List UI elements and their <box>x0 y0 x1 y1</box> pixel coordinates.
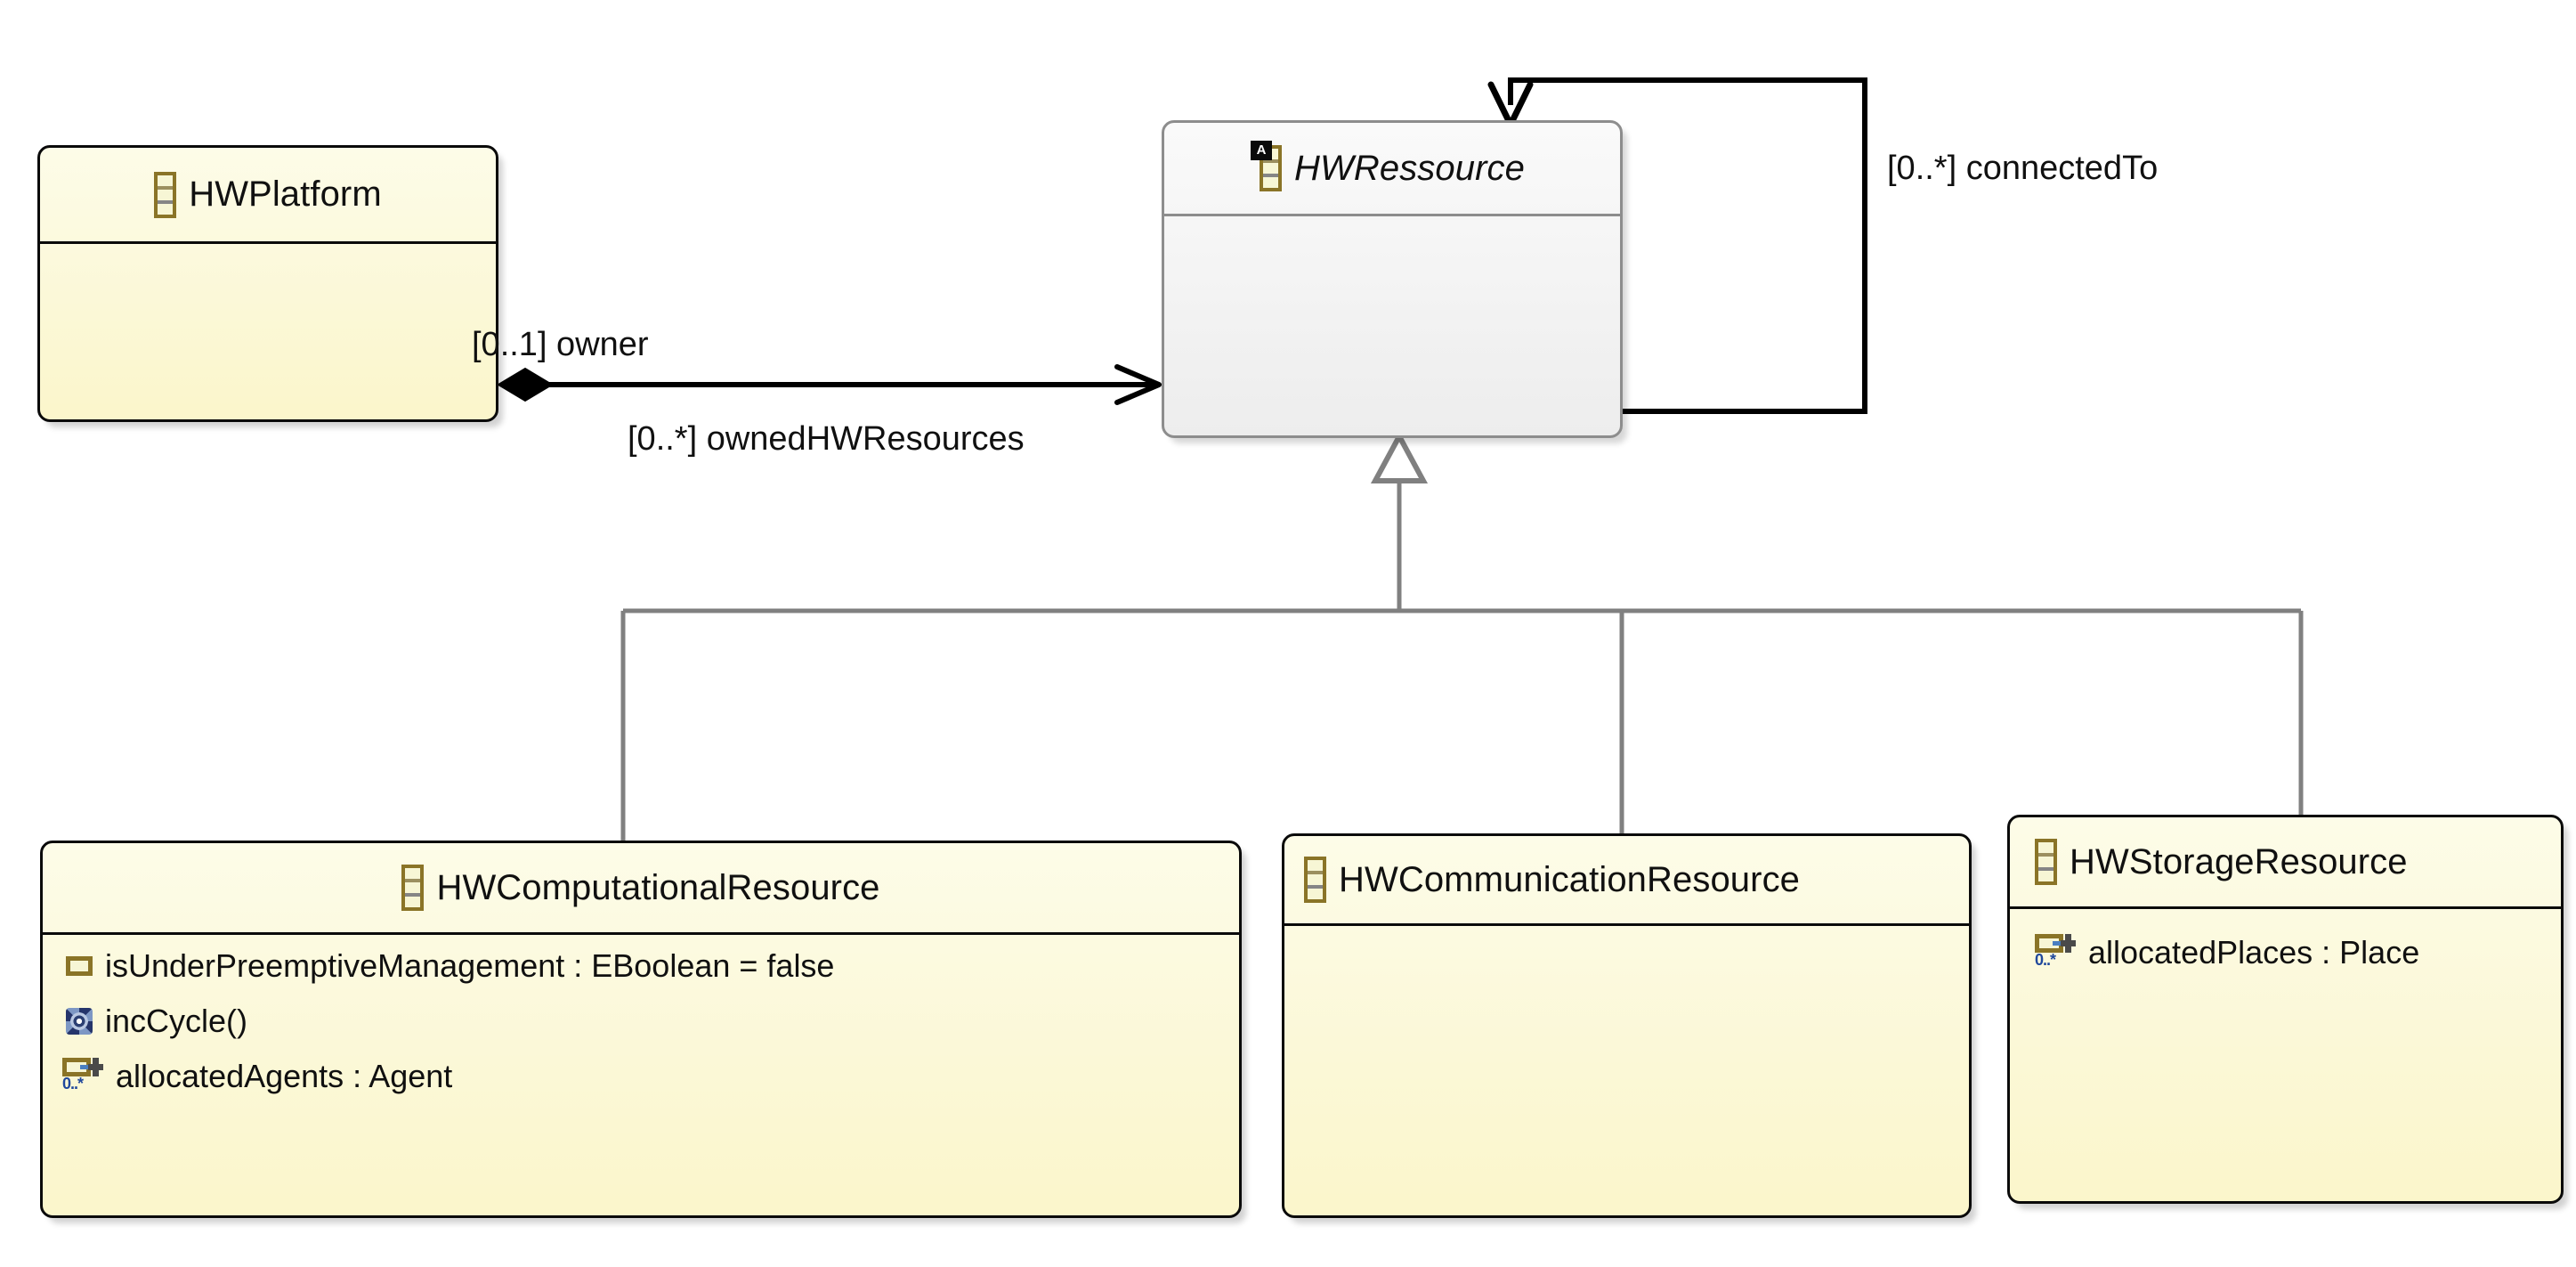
ereference-icon: 0..* <box>2035 932 2076 973</box>
member-row[interactable]: 0..* allocatedPlaces : Place <box>2010 930 2561 975</box>
eclass-icon <box>401 865 425 911</box>
association-arrowhead <box>1114 364 1162 405</box>
member-row[interactable]: incCycle() <box>43 999 1239 1044</box>
member-label: isUnderPreemptiveManagement : EBoolean =… <box>105 947 835 984</box>
class-name-hwcommunicationresource: HWCommunicationResource <box>1339 859 1801 899</box>
class-header-hwstorageresource: HWStorageResource <box>2010 817 2561 909</box>
member-row[interactable]: 0..* allocatedAgents : Agent <box>43 1054 1239 1099</box>
eclass-icon: A <box>1251 141 1283 191</box>
eclass-icon <box>2035 839 2057 885</box>
class-box-hwcomputationalresource[interactable]: HWComputationalResource isUnderPreemptiv… <box>40 841 1242 1218</box>
class-body-hwstorageresource: 0..* allocatedPlaces : Place <box>2010 909 2561 1201</box>
class-header-hwcomputationalresource: HWComputationalResource <box>43 843 1239 935</box>
member-label: incCycle() <box>105 1003 248 1039</box>
class-name-hwplatform: HWPlatform <box>189 175 382 214</box>
class-body-hwcomputationalresource: isUnderPreemptiveManagement : EBoolean =… <box>43 935 1239 1215</box>
eclass-icon <box>1304 857 1326 903</box>
composition-diamond <box>497 367 554 402</box>
class-box-hwplatform[interactable]: HWPlatform <box>37 145 498 422</box>
class-box-hwcommunicationresource[interactable]: HWCommunicationResource <box>1282 833 1972 1218</box>
eattribute-icon <box>66 956 93 976</box>
class-name-hwressource: HWRessource <box>1294 148 1525 188</box>
class-box-hwressource[interactable]: A HWRessource <box>1162 120 1623 438</box>
eoperation-icon <box>66 1008 93 1035</box>
abstract-marker-icon: A <box>1251 141 1273 160</box>
class-name-hwstorageresource: HWStorageResource <box>2070 841 2408 881</box>
class-header-hwressource: A HWRessource <box>1164 123 1620 216</box>
reference-multiplicity: 0..* <box>62 1075 84 1092</box>
class-box-hwstorageresource[interactable]: HWStorageResource 0..* allocatedPlaces :… <box>2007 815 2564 1204</box>
class-header-hwplatform: HWPlatform <box>40 148 496 244</box>
edge-composition-owns[interactable] <box>497 364 1162 405</box>
generalization-triangle <box>1370 430 1429 483</box>
edge-label-connected-to[interactable]: [0..*] connectedTo <box>1887 150 2159 187</box>
edge-label-owned-hw-resources[interactable]: [0..*] ownedHWResources <box>628 420 1025 458</box>
member-row[interactable]: isUnderPreemptiveManagement : EBoolean =… <box>43 944 1239 988</box>
reference-multiplicity: 0..* <box>2035 951 2056 969</box>
class-body-hwplatform <box>40 244 496 419</box>
self-loop-arrowhead <box>1487 81 1534 128</box>
class-body-hwressource <box>1164 216 1620 435</box>
class-header-hwcommunicationresource: HWCommunicationResource <box>1284 836 1969 926</box>
class-name-hwcomputationalresource: HWComputationalResource <box>436 867 880 907</box>
edge-generalization-tree[interactable] <box>620 430 2304 841</box>
edge-label-owner[interactable]: [0..1] owner <box>472 326 649 363</box>
member-label: allocatedPlaces : Place <box>2088 934 2420 971</box>
member-label: allocatedAgents : Agent <box>116 1058 453 1094</box>
eclass-icon <box>154 171 177 218</box>
ereference-icon: 0..* <box>62 1056 103 1097</box>
class-body-hwcommunicationresource <box>1284 926 1969 1215</box>
